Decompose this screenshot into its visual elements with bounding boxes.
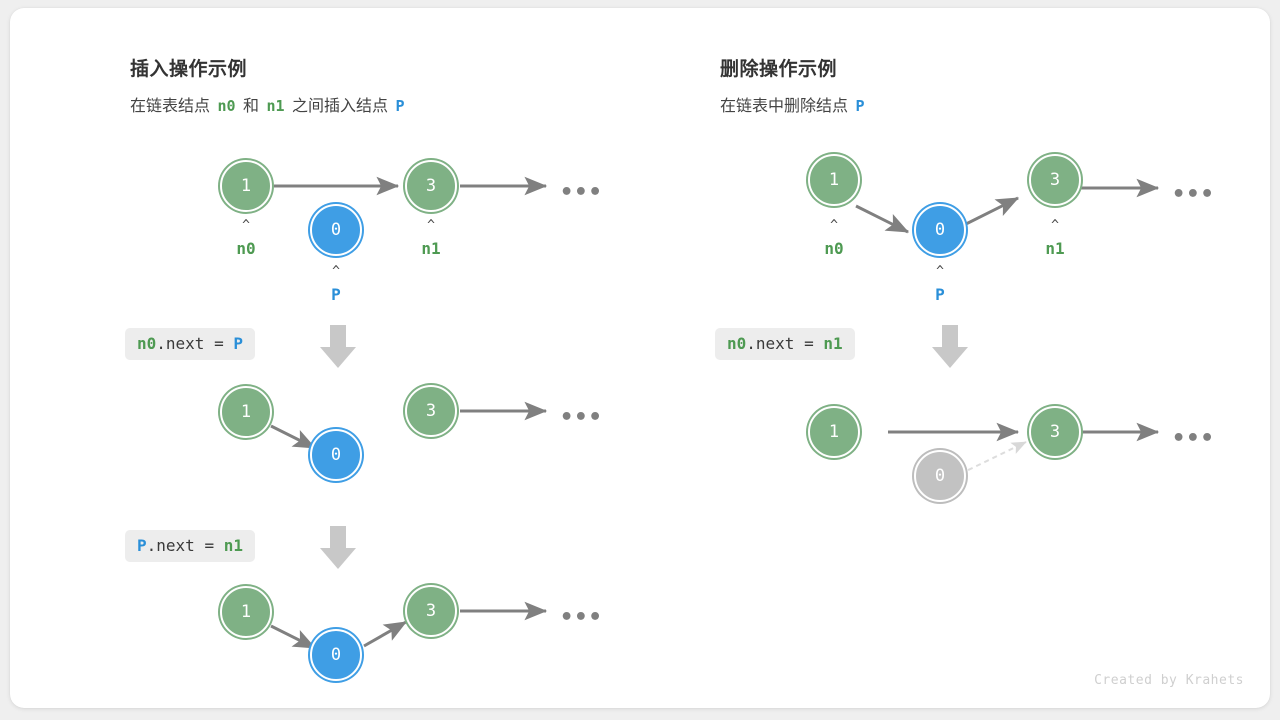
node-1: 1 <box>808 154 860 206</box>
insert-subtitle-token-n1: n1 <box>266 97 285 115</box>
node-3: 3 <box>405 385 457 437</box>
code-token-mid: .next = <box>746 334 824 353</box>
node-3: 3 <box>405 585 457 637</box>
node-1: 1 <box>220 586 272 638</box>
down-arrow-icon <box>320 526 356 569</box>
tail-ellipsis: ••• <box>560 605 603 630</box>
pointer-n0: ^ n0 <box>216 218 276 258</box>
insert-panel-title: 插入操作示例 <box>130 59 248 80</box>
insert-subtitle-token-n0: n0 <box>217 97 236 115</box>
code-chip-insert-step2: P.next = n1 <box>125 530 255 562</box>
code-token-var1: n0 <box>137 334 157 353</box>
insert-subtitle-part1: 在链表结点 <box>130 98 211 115</box>
code-token-var2: P <box>233 334 243 353</box>
code-token-mid: .next = <box>156 334 234 353</box>
tail-ellipsis: ••• <box>560 180 603 205</box>
pointer-n1: ^ n1 <box>1025 218 1085 258</box>
node-1: 1 <box>220 160 272 212</box>
credit-text: Created by Krahets <box>1094 673 1244 688</box>
node-0: 0 <box>914 204 966 256</box>
code-token-var2: n1 <box>823 334 843 353</box>
code-token-var1: n0 <box>727 334 747 353</box>
delete-panel-title: 删除操作示例 <box>720 59 838 80</box>
node-3: 3 <box>1029 154 1081 206</box>
tail-ellipsis: ••• <box>1172 426 1215 451</box>
insert-panel-subtitle: 在链表结点 n0 和 n1 之间插入结点 P <box>130 92 407 116</box>
node-0: 0 <box>310 429 362 481</box>
node-0: 0 <box>310 629 362 681</box>
delete-subtitle-part1: 在链表中删除结点 <box>720 98 849 115</box>
insert-subtitle-part2: 和 <box>242 98 259 115</box>
pointer-p: ^ P <box>910 264 970 304</box>
code-chip-delete-step1: n0.next = n1 <box>715 328 855 360</box>
pointer-p: ^ P <box>306 264 366 304</box>
node-3: 3 <box>405 160 457 212</box>
node-3: 3 <box>1029 406 1081 458</box>
pointer-label-n1: n1 <box>421 239 441 258</box>
down-arrow-icon <box>932 325 968 368</box>
code-token-mid: .next = <box>146 536 224 555</box>
pointer-label-p: P <box>935 285 945 304</box>
pointer-n1: ^ n1 <box>401 218 461 258</box>
pointer-label-n0: n0 <box>824 239 844 258</box>
delete-subtitle-token-p: P <box>855 97 865 115</box>
code-token-var2: n1 <box>223 536 243 555</box>
caret-icon: ^ <box>1051 218 1059 233</box>
panel-insert: 插入操作示例 在链表结点 n0 和 n1 之间插入结点 P 1 0 3 ••• … <box>10 8 640 708</box>
pointer-label-n1: n1 <box>1045 239 1065 258</box>
delete-panel-subtitle: 在链表中删除结点 P <box>720 92 868 116</box>
node-1: 1 <box>220 386 272 438</box>
tail-ellipsis: ••• <box>560 405 603 430</box>
down-arrow-icon <box>320 325 356 368</box>
code-chip-insert-step1: n0.next = P <box>125 328 255 360</box>
caret-icon: ^ <box>332 264 340 279</box>
caret-icon: ^ <box>830 218 838 233</box>
diagram-card: 插入操作示例 在链表结点 n0 和 n1 之间插入结点 P 1 0 3 ••• … <box>10 8 1270 708</box>
code-token-var1: P <box>137 536 147 555</box>
caret-icon: ^ <box>242 218 250 233</box>
node-0-deleted: 0 <box>914 450 966 502</box>
pointer-label-n0: n0 <box>236 239 256 258</box>
pointer-n0: ^ n0 <box>804 218 864 258</box>
node-0: 0 <box>310 204 362 256</box>
pointer-label-p: P <box>331 285 341 304</box>
node-1: 1 <box>808 406 860 458</box>
insert-subtitle-part3: 之间插入结点 <box>291 98 388 115</box>
panel-delete: 删除操作示例 在链表中删除结点 P 1 0 3 ••• ^ n0 ^ P ^ n… <box>640 8 1270 708</box>
caret-icon: ^ <box>936 264 944 279</box>
caret-icon: ^ <box>427 218 435 233</box>
tail-ellipsis: ••• <box>1172 182 1215 207</box>
insert-subtitle-token-p: P <box>395 97 405 115</box>
